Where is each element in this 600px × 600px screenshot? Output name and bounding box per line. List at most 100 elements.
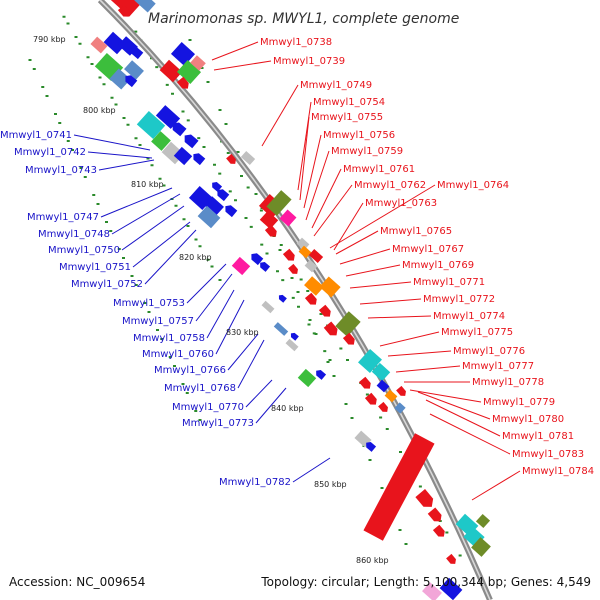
gene-label-right[interactable]: Mmwyl1_0780 <box>492 414 564 425</box>
gene-block <box>204 196 224 216</box>
gene-block <box>240 151 256 165</box>
gene-label-right[interactable]: Mmwyl1_0738 <box>260 37 332 48</box>
gene-label-right[interactable]: Mmwyl1_0783 <box>512 449 584 460</box>
reverse-gene-arrow <box>316 370 327 380</box>
gene-label-left[interactable]: Mmwyl1_0752 <box>71 279 143 290</box>
tick-dot <box>306 290 310 292</box>
gene-label-right[interactable]: Mmwyl1_0776 <box>453 346 525 357</box>
gene-label-left[interactable]: Mmwyl1_0748 <box>38 229 110 240</box>
gene-label-right[interactable]: Mmwyl1_0784 <box>522 466 594 477</box>
gene-block <box>109 68 131 90</box>
gene-label-left[interactable]: Mmwyl1_0747 <box>27 212 99 223</box>
tick-dot <box>234 199 237 202</box>
tick-dot <box>138 144 142 146</box>
gene-label-right[interactable]: Mmwyl1_0759 <box>331 146 403 157</box>
gene-label-right[interactable]: Mmwyl1_0765 <box>380 226 452 237</box>
gene-label-right[interactable]: Mmwyl1_0761 <box>343 164 415 175</box>
gene-label-right[interactable]: Mmwyl1_0767 <box>392 244 464 255</box>
gene-label-right[interactable]: Mmwyl1_0781 <box>502 431 574 442</box>
tick-dot <box>259 209 263 212</box>
gene-label-left[interactable]: Mmwyl1_0743 <box>25 165 97 176</box>
gene-label-left[interactable]: Mmwyl1_0751 <box>59 262 131 273</box>
tick-dot <box>198 245 202 248</box>
tick-dot <box>92 194 96 196</box>
tick-dot <box>323 350 327 353</box>
tick-dot <box>186 119 190 122</box>
tick-dot <box>218 172 222 175</box>
gene-label-right[interactable]: Mmwyl1_0779 <box>483 397 555 408</box>
gene-label-right[interactable]: Mmwyl1_0774 <box>433 311 505 322</box>
gene-label-right[interactable]: Mmwyl1_0771 <box>413 277 485 288</box>
forward-gene-arrow <box>304 292 317 305</box>
gene-label-left[interactable]: Mmwyl1_0768 <box>164 383 236 394</box>
gene-label-right[interactable]: Mmwyl1_0755 <box>311 112 383 123</box>
tick-dot <box>78 42 82 45</box>
gene-features <box>90 0 491 600</box>
gene-label-left[interactable]: Mmwyl1_0760 <box>142 349 214 360</box>
leader-line <box>206 289 235 339</box>
gene-block <box>103 31 127 55</box>
gene-labels[interactable]: Mmwyl1_0738Mmwyl1_0739Mmwyl1_0749Mmwyl1_… <box>0 37 594 488</box>
gene-label-left[interactable]: Mmwyl1_0757 <box>122 316 194 327</box>
tick-dot <box>74 36 78 38</box>
tick-dot <box>174 204 178 207</box>
gene-label-left[interactable]: Mmwyl1_0782 <box>219 477 291 488</box>
gene-label-right[interactable]: Mmwyl1_0763 <box>365 198 437 209</box>
gene-label-left[interactable]: Mmwyl1_0753 <box>113 298 185 309</box>
gene-label-left[interactable]: Mmwyl1_0750 <box>48 245 120 256</box>
gene-block <box>319 276 341 298</box>
tick-dot <box>160 338 164 340</box>
gene-label-right[interactable]: Mmwyl1_0772 <box>423 294 495 305</box>
gene-label-left[interactable]: Mmwyl1_0758 <box>133 333 205 344</box>
leader-line <box>245 379 273 408</box>
leader-line <box>111 193 181 235</box>
forward-gene-arrow <box>323 321 338 336</box>
gene-label-right[interactable]: Mmwyl1_0764 <box>437 180 509 191</box>
leader-line <box>305 150 330 221</box>
genome-summary-text: Topology: circular; Length: 5,100,344 bp… <box>260 575 591 589</box>
tick-dot <box>210 265 214 268</box>
gene-block <box>190 55 206 71</box>
reverse-gene-arrow <box>193 153 206 166</box>
gene-label-right[interactable]: Mmwyl1_0775 <box>441 327 513 338</box>
tick-dot <box>385 428 389 430</box>
gene-label-left[interactable]: Mmwyl1_0766 <box>154 365 226 376</box>
gene-label-left[interactable]: Mmwyl1_0773 <box>182 418 254 429</box>
gene-block <box>394 402 406 414</box>
tick-dot <box>307 323 311 326</box>
leader-line <box>471 470 521 501</box>
reverse-gene-arrow <box>290 332 299 341</box>
tick-dot <box>299 278 303 281</box>
tick-label-790: 790 kbp <box>33 35 66 44</box>
gene-block <box>134 0 156 13</box>
gene-label-right[interactable]: Mmwyl1_0777 <box>462 361 534 372</box>
gene-label-left[interactable]: Mmwyl1_0770 <box>172 402 244 413</box>
leader-line <box>367 315 432 319</box>
gene-label-right[interactable]: Mmwyl1_0769 <box>402 260 474 271</box>
tick-dot <box>194 238 198 241</box>
gene-block <box>335 311 361 337</box>
leader-line <box>349 281 412 289</box>
gene-label-right[interactable]: Mmwyl1_0739 <box>273 56 345 67</box>
tick-dot <box>198 419 202 421</box>
gene-label-right[interactable]: Mmwyl1_0762 <box>354 180 426 191</box>
tick-dot <box>122 117 126 119</box>
tick-dot <box>134 30 138 33</box>
gene-label-right[interactable]: Mmwyl1_0749 <box>300 80 372 91</box>
gene-block <box>471 537 491 557</box>
tick-dot <box>58 122 62 124</box>
gene-label-right[interactable]: Mmwyl1_0756 <box>323 130 395 141</box>
gene-label-left[interactable]: Mmwyl1_0742 <box>14 147 86 158</box>
gene-label-left[interactable]: Mmwyl1_0741 <box>0 130 72 141</box>
gene-label-right[interactable]: Mmwyl1_0754 <box>313 97 385 108</box>
tick-dot <box>66 140 70 142</box>
tick-dot <box>254 193 258 195</box>
leader-line <box>425 399 501 437</box>
tick-dot <box>96 203 100 205</box>
gene-label-right[interactable]: Mmwyl1_0778 <box>472 377 544 388</box>
leader-line <box>144 229 197 285</box>
tick-dot <box>66 22 70 25</box>
tick-dot <box>249 225 253 228</box>
forward-gene-arrow <box>226 153 236 164</box>
